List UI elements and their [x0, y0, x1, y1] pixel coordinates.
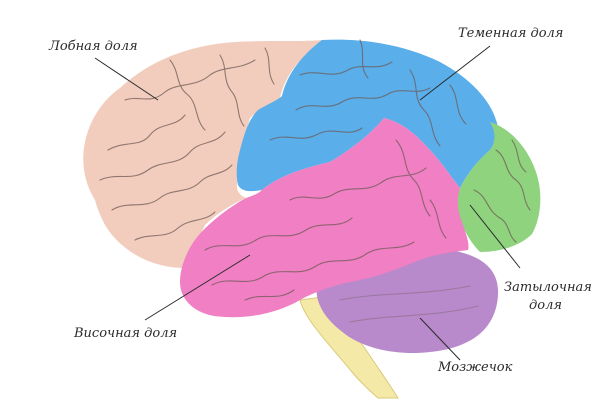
- leader-line-occipital: [469, 204, 521, 269]
- label-parietal-lobe: Теменная доля: [458, 26, 564, 41]
- label-frontal-lobe: Лобная доля: [49, 39, 138, 54]
- label-temporal-lobe: Височная доля: [74, 326, 178, 341]
- label-cerebellum: Мозжечок: [438, 360, 513, 375]
- leader-line-parietal: [419, 45, 491, 101]
- leader-line-temporal: [144, 254, 251, 321]
- label-occipital-line2: доля: [529, 297, 562, 313]
- temporal-lobe-region: [180, 118, 469, 318]
- leader-lines: [94, 45, 521, 361]
- label-occipital-lobe: Затылочная доля: [504, 279, 592, 314]
- occipital-lobe-region: [457, 122, 541, 252]
- frontal-lobe-region: [83, 40, 322, 268]
- leader-line-frontal: [94, 57, 159, 101]
- label-occipital-line1: Затылочная: [504, 280, 592, 295]
- leader-line-cerebellum: [419, 317, 461, 361]
- parietal-lobe-region: [236, 39, 499, 192]
- gyri-lines: [99, 39, 531, 323]
